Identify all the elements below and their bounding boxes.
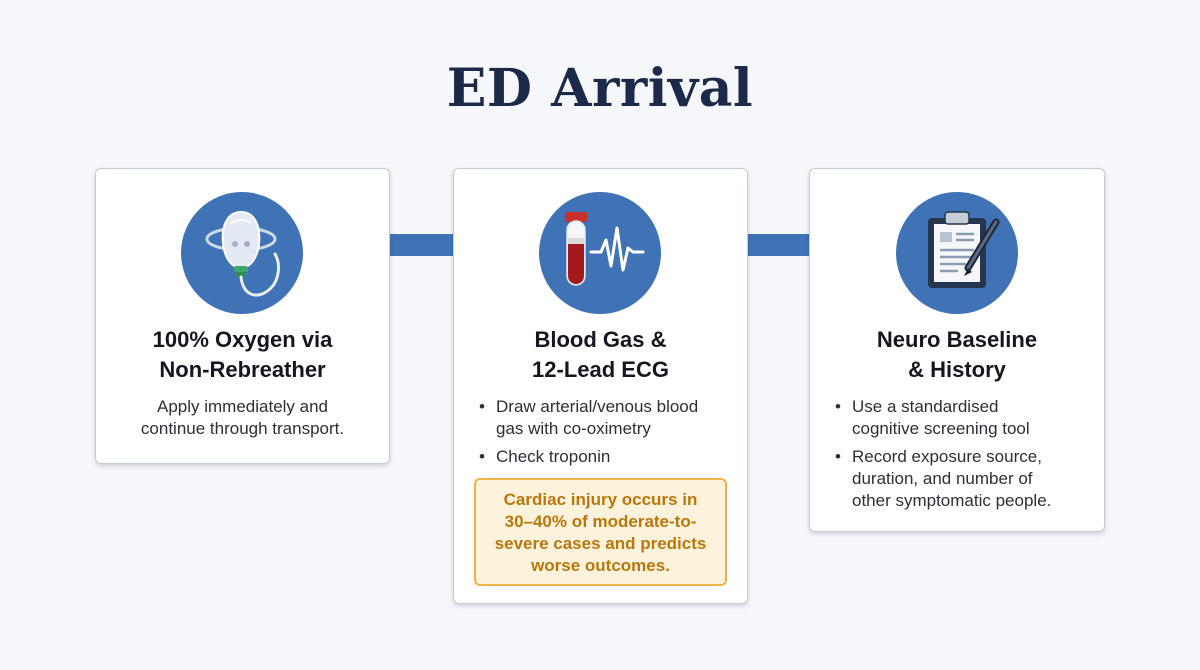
oxygen-mask-icon xyxy=(181,192,303,314)
bullet-item: Use a standardised cognitive screening t… xyxy=(834,396,1090,440)
warning-callout: Cardiac injury occurs in 30–40% of moder… xyxy=(474,478,727,586)
clipboard-pen-icon xyxy=(896,192,1018,314)
blood-tube-ecg-icon xyxy=(539,192,661,314)
page-title: ED Arrival xyxy=(446,58,754,119)
bullet-item: Draw arterial/venous blood gas with co-o… xyxy=(478,396,733,440)
step-title: 100% Oxygen via Non-Rebreather xyxy=(152,327,333,382)
step-card-oxygen: 100% Oxygen via Non-Rebreather Apply imm… xyxy=(95,168,390,464)
step-bullet-list: Draw arterial/venous blood gas with co-o… xyxy=(478,396,733,474)
step-title: Blood Gas & 12-Lead ECG xyxy=(532,327,669,382)
step-bullet-list: Use a standardised cognitive screening t… xyxy=(834,396,1090,518)
step-description: Apply immediately and continue through t… xyxy=(140,397,345,438)
bullet-item: Check troponin xyxy=(478,446,733,468)
step-title: Neuro Baseline & History xyxy=(876,327,1038,382)
bullet-item: Record exposure source, duration, and nu… xyxy=(834,446,1090,512)
